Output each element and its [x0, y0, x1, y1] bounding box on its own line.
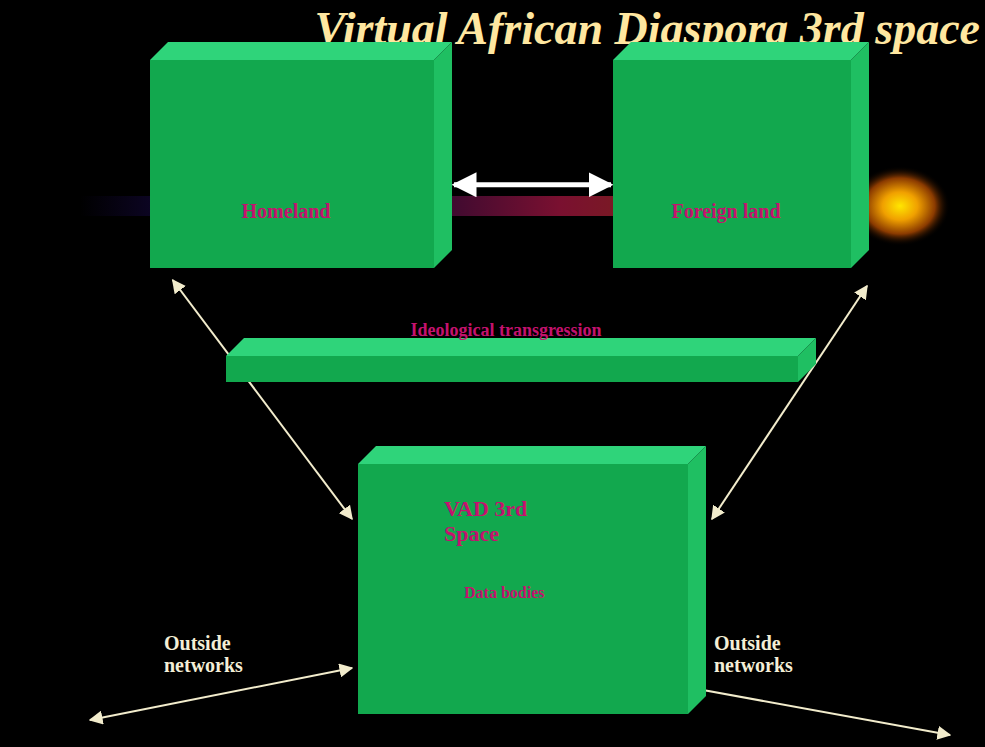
- box-label: Ideological transgression: [226, 320, 786, 341]
- connector-arrow: [173, 280, 352, 519]
- box-bevel: [358, 446, 706, 714]
- box-bevel: [150, 42, 452, 268]
- box-bevel: [226, 338, 816, 382]
- box-label: VAD 3rd Space: [444, 496, 574, 547]
- outside-arrow: [692, 688, 950, 735]
- network-label: Outside networks: [162, 632, 262, 676]
- connector-arrow: [454, 182, 611, 187]
- box-label: Foreign land: [613, 200, 839, 223]
- foreign-land-box: Foreign land: [613, 60, 851, 268]
- connector-arrow: [712, 286, 867, 519]
- diagram-title: Virtual African Diaspora 3rd space: [110, 2, 980, 55]
- vad-space-box: VAD 3rd SpaceData bodies: [358, 464, 688, 714]
- homeland-box: Homeland: [150, 60, 434, 268]
- transgression-band: Ideological transgression: [226, 356, 798, 382]
- network-label: Outside networks: [712, 632, 812, 676]
- box-bevel: [613, 42, 869, 268]
- box-sublabel: Data bodies: [464, 584, 604, 602]
- glow-spot: [850, 166, 950, 246]
- box-label: Homeland: [150, 200, 422, 223]
